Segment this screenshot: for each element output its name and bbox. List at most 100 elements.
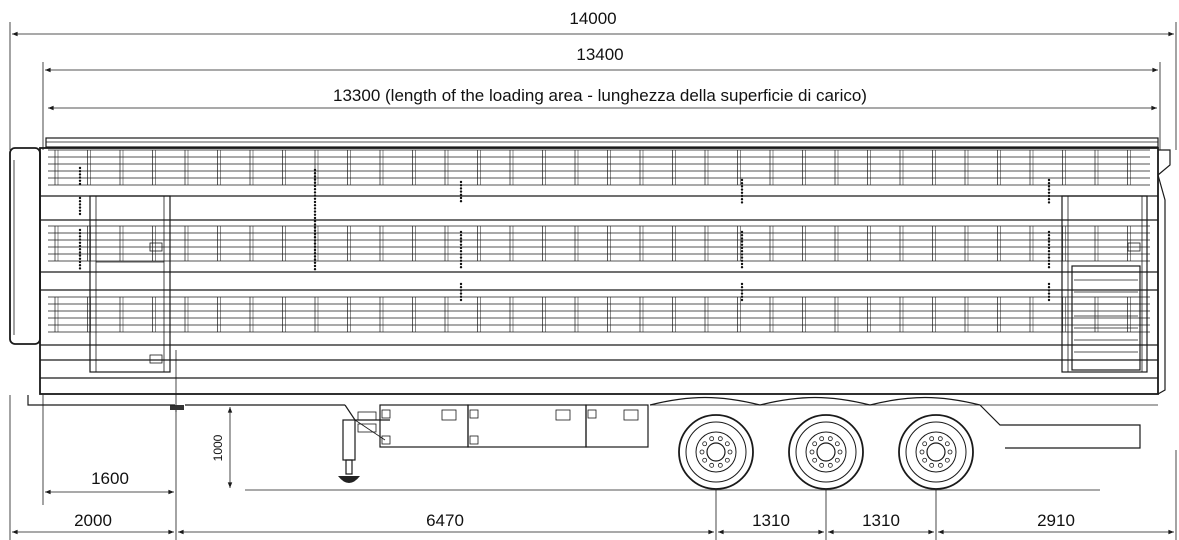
vent-dot	[313, 210, 317, 213]
wheel-nut	[812, 457, 818, 463]
wheel-nut	[944, 441, 950, 447]
wheel-nut	[929, 436, 935, 442]
vent-dot	[313, 236, 317, 239]
wheel-nut	[819, 436, 825, 442]
wheel-nut	[724, 441, 730, 447]
vent-dot	[740, 262, 744, 266]
vent-dot	[1047, 188, 1051, 191]
vent-dot	[313, 261, 317, 264]
vent-dot	[313, 216, 317, 220]
vent-dot	[740, 256, 744, 259]
wheel-set	[678, 414, 974, 490]
vent-dot	[740, 234, 744, 237]
wheel-hub	[926, 442, 946, 462]
vent-dot	[313, 168, 317, 172]
vent-dot	[459, 256, 463, 259]
vent-dot	[78, 209, 82, 212]
landing-gear	[338, 419, 386, 483]
vent-dot	[78, 251, 82, 254]
vent-dot	[459, 298, 463, 302]
wheel-nut	[727, 449, 733, 455]
vent-dot	[1047, 298, 1051, 302]
vent-dot	[740, 246, 744, 250]
vent-dot	[459, 295, 463, 298]
dim-body-label: 13400	[576, 45, 623, 64]
vent-dot	[78, 166, 82, 170]
vent-dot	[78, 232, 82, 235]
vent-dot	[78, 176, 82, 179]
wheel-tire	[788, 414, 864, 490]
wheel-hub	[816, 442, 836, 462]
vent-dot	[1047, 262, 1051, 266]
wheel-nut	[809, 449, 815, 455]
vent-dot	[78, 257, 82, 260]
vent-dot	[459, 253, 463, 256]
vent-dot	[78, 179, 82, 182]
wheel-nut	[834, 457, 840, 463]
vent-dot	[78, 264, 82, 267]
vent-dot	[78, 203, 82, 206]
vent-dot	[459, 193, 463, 196]
vent-dot	[740, 243, 744, 246]
vent-dot	[459, 237, 463, 240]
dim-bottom-label-1: 2000	[74, 511, 112, 530]
vent-dot	[740, 230, 744, 234]
dimension-loading-area: 13300 (length of the loading area - lung…	[48, 86, 1157, 111]
vent-dot	[459, 243, 463, 246]
vent-dot	[313, 213, 317, 216]
wheel-nut	[937, 436, 943, 442]
vent-dot	[1047, 295, 1051, 298]
dim-loading-label: 13300 (length of the loading area - lung…	[333, 86, 867, 105]
vent-dot	[740, 292, 744, 295]
vent-dot	[740, 282, 744, 286]
vent-dot	[78, 248, 82, 251]
wheel-rim	[685, 421, 747, 483]
vent-dot	[1047, 240, 1051, 243]
wheel-nut	[724, 457, 730, 463]
vent-dot	[1047, 259, 1051, 262]
vent-dot	[313, 204, 317, 207]
wheel-nut	[812, 441, 818, 447]
vent-dot	[1047, 234, 1051, 237]
dimension-overall: 14000	[9, 9, 1177, 150]
vent-dot	[313, 172, 317, 175]
vent-dot	[740, 191, 744, 194]
vent-dot	[78, 254, 82, 257]
vent-dot	[78, 241, 82, 244]
front-side-door	[89, 195, 184, 412]
vent-dot	[740, 237, 744, 240]
vent-dot	[740, 295, 744, 298]
slat-group-middle	[40, 219, 1158, 273]
vent-dot	[78, 212, 82, 216]
wheel-nut	[717, 436, 723, 442]
dimension-height: 1000	[190, 404, 240, 489]
vent-dot	[1047, 201, 1051, 204]
dim-bottom-label-4: 1310	[862, 511, 900, 530]
wheel-nut	[922, 441, 928, 447]
vent-dot	[313, 191, 317, 194]
wheel-nut	[947, 449, 953, 455]
vent-dot	[313, 178, 317, 181]
vent-dot	[313, 207, 317, 210]
vent-dot	[459, 180, 463, 184]
wheel-nut	[944, 457, 950, 463]
wheel-nut	[819, 462, 825, 468]
vent-dot	[313, 184, 317, 188]
vent-dot	[313, 245, 317, 248]
vent-dot	[78, 170, 82, 173]
wheel-tire	[678, 414, 754, 490]
vent-dot	[78, 200, 82, 203]
wheel-rim	[795, 421, 857, 483]
vent-dot	[78, 244, 82, 248]
vent-dot	[740, 194, 744, 198]
dim-bottom-label-5: 2910	[1037, 511, 1075, 530]
vent-dot	[1047, 250, 1051, 253]
vent-dots	[78, 166, 1051, 302]
slat-group-lower	[40, 289, 1158, 379]
vent-dot	[459, 286, 463, 289]
vent-dot	[1047, 282, 1051, 286]
vent-dot	[313, 239, 317, 242]
vent-dot	[78, 173, 82, 176]
vent-dot	[1047, 194, 1051, 198]
